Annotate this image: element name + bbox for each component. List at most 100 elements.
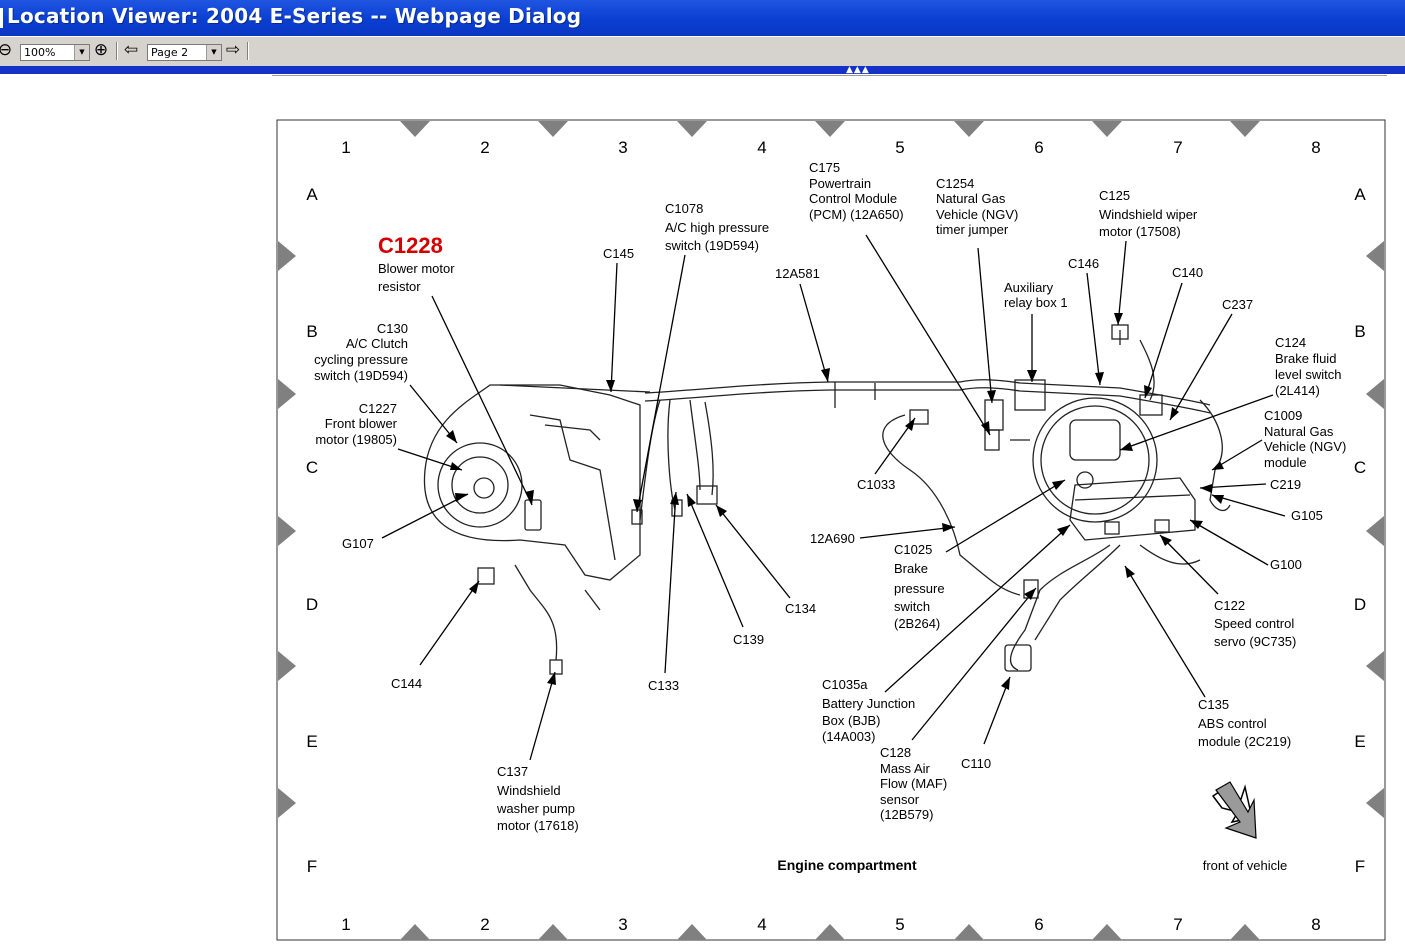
grid-row-f-right: F [1355, 857, 1365, 876]
grid-col-8-bottom: 8 [1311, 915, 1320, 934]
pane-splitter[interactable]: ▲▲▲ [0, 65, 1405, 75]
grid-col-7: 7 [1173, 138, 1182, 157]
grid-row-e: E [306, 732, 317, 751]
leader-arrowheads [446, 313, 1224, 690]
grid-col-3: 3 [618, 138, 627, 157]
label-c128-4: sensor [880, 792, 920, 807]
label-c128-1: C128 [880, 745, 911, 760]
label-c1254-2: Natural Gas [936, 191, 1006, 206]
label-c1035a-3: Box (BJB) [822, 713, 881, 728]
splitter-grip-icon: ▲▲▲ [846, 65, 870, 75]
label-c1078-2: A/C high pressure [665, 220, 769, 235]
diagram-caption: Engine compartment [777, 857, 917, 873]
chevron-down-icon: ▼ [74, 45, 89, 60]
label-c140: C140 [1172, 265, 1203, 280]
label-c144: C144 [391, 676, 422, 691]
grid-col-4-bottom: 4 [757, 915, 766, 934]
label-c1025-2: Brake [894, 561, 928, 576]
label-aux-2: relay box 1 [1004, 295, 1068, 310]
label-c137-2: Windshield [497, 783, 561, 798]
label-c1009-3: Vehicle (NGV) [1264, 439, 1346, 454]
label-c128-3: Flow (MAF) [880, 776, 947, 791]
label-c130-3: cycling pressure [314, 352, 408, 367]
grid-col-3-bottom: 3 [618, 915, 627, 934]
label-c130-2: A/C Clutch [346, 336, 408, 351]
grid-row-f: F [307, 857, 317, 876]
label-c175-1: C175 [809, 160, 840, 175]
label-c128-2: Mass Air [880, 761, 931, 776]
label-c124-3: level switch [1275, 367, 1341, 382]
label-c130-1: C130 [377, 321, 408, 336]
grid-row-c: C [306, 458, 318, 477]
diagram-frame [276, 119, 1386, 941]
label-c175-4: (PCM) (12A650) [809, 207, 904, 222]
grid-col-6-bottom: 6 [1034, 915, 1043, 934]
label-c110: C110 [961, 756, 991, 771]
page-value: Page 2 [151, 46, 189, 59]
grid-col-2: 2 [480, 138, 489, 157]
title-bar-edge [0, 8, 3, 28]
zoom-out-icon[interactable]: ⊖ [0, 40, 13, 60]
zoom-in-icon[interactable]: ⊕ [93, 40, 109, 60]
highlight-desc-2: resistor [378, 279, 421, 294]
label-g107: G107 [342, 536, 374, 551]
label-c146: C146 [1068, 256, 1099, 271]
grid-col-1-bottom: 1 [341, 915, 350, 934]
label-c1227-2: Front blower [325, 416, 398, 431]
label-c1078-1: C1078 [665, 201, 703, 216]
label-c124-4: (2L414) [1275, 383, 1320, 398]
grid-col-1: 1 [341, 138, 350, 157]
zoom-select[interactable]: 100% ▼ [20, 44, 90, 61]
front-arrow-icon [1211, 781, 1257, 839]
label-c1254-1: C1254 [936, 176, 974, 191]
label-c135-1: C135 [1198, 697, 1229, 712]
label-c219: C219 [1270, 477, 1301, 492]
label-c237: C237 [1222, 297, 1253, 312]
label-c1035a-1: C1035a [822, 677, 868, 692]
label-c1025-4: switch [894, 599, 930, 614]
toolbar-separator [116, 42, 118, 60]
grid-row-b-right: B [1354, 322, 1365, 341]
grid-markers [278, 121, 1384, 940]
toolbar-separator [247, 42, 249, 60]
grid-row-b: B [306, 322, 317, 341]
label-c133: C133 [648, 678, 679, 693]
grid-col-5-bottom: 5 [895, 915, 904, 934]
highlight-connector-id: C1228 [378, 233, 443, 258]
grid-row-d-right: D [1354, 595, 1366, 614]
label-c1035a-4: (14A003) [822, 729, 875, 744]
grid-col-8: 8 [1311, 138, 1320, 157]
grid-row-e-right: E [1354, 732, 1365, 751]
label-c175-3: Control Module [809, 191, 897, 206]
next-page-icon[interactable]: ⇨ [225, 40, 241, 60]
label-c1009-4: module [1264, 455, 1307, 470]
label-c122-1: C122 [1214, 598, 1245, 613]
label-c125-3: motor (17508) [1099, 224, 1181, 239]
label-c1033: C1033 [857, 477, 895, 492]
chevron-down-icon: ▼ [206, 45, 221, 60]
label-c125-1: C125 [1099, 188, 1130, 203]
label-c137-4: motor (17618) [497, 818, 579, 833]
label-c125-2: Windshield wiper [1099, 207, 1198, 222]
zoom-value: 100% [24, 46, 56, 59]
label-g105: G105 [1291, 508, 1323, 523]
highlight-desc-1: Blower motor [378, 261, 455, 276]
label-c135-3: module (2C219) [1198, 734, 1291, 749]
label-c128-5: (12B579) [880, 807, 933, 822]
label-c1078-3: switch (19D594) [665, 238, 759, 253]
label-g100: G100 [1270, 557, 1302, 572]
label-c1009-1: C1009 [1264, 408, 1302, 423]
content-divider [272, 75, 1387, 76]
label-c1025-1: C1025 [894, 542, 932, 557]
window-title-bar: Location Viewer: 2004 E-Series -- Webpag… [0, 0, 1405, 36]
page-select[interactable]: Page 2 ▼ [147, 44, 222, 61]
label-c1035a-2: Battery Junction [822, 696, 915, 711]
grid-row-a: A [306, 185, 318, 204]
label-aux-1: Auxiliary [1004, 280, 1054, 295]
label-c175-2: Powertrain [809, 176, 871, 191]
label-c1227-1: C1227 [359, 401, 397, 416]
label-c122-2: Speed control [1214, 616, 1294, 631]
label-c124-1: C124 [1275, 335, 1306, 350]
previous-page-icon[interactable]: ⇦ [123, 40, 139, 60]
